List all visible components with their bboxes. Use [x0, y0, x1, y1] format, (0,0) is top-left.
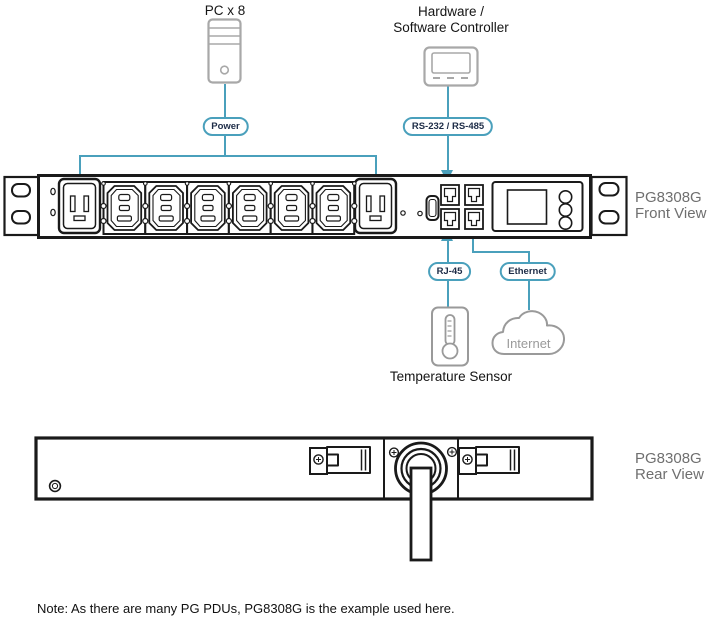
- outlet-c19-icon: [353, 177, 398, 235]
- outlet-c13-icon: [144, 181, 188, 235]
- screw-icon: [388, 447, 400, 458]
- serial-tag: RS-232 / RS-485: [402, 117, 494, 136]
- power-branch-line: [78, 154, 377, 157]
- outlet-c13-icon: [269, 181, 314, 235]
- power-cord: [409, 466, 433, 562]
- controller-label-line1: Hardware /: [417, 4, 485, 19]
- power-branch-left-drop: [78, 154, 81, 175]
- front-view-label: PG8308G Front View: [635, 189, 707, 222]
- screw-icon: [50, 208, 56, 217]
- front-left-mounting-ear: [3, 175, 40, 237]
- controller-label-line2: Software Controller: [393, 20, 509, 35]
- controller-icon: [423, 46, 479, 87]
- rj45-port-serial: [440, 184, 460, 206]
- reset-hole-icon: [400, 210, 406, 216]
- pdu-rear-view: [34, 436, 594, 562]
- controller-label: Hardware / Software Controller: [393, 4, 509, 36]
- internet-cloud-icon: Internet: [491, 310, 565, 355]
- front-right-mounting-ear: [590, 175, 628, 237]
- outlet-c13-icon: [311, 181, 356, 235]
- controller-screen: [431, 52, 471, 74]
- pc-tower-icon: [207, 18, 242, 84]
- outlet-c13-icon: [186, 181, 230, 235]
- screw-icon: [48, 479, 62, 493]
- note-text: Note: As there are many PG PDUs, PG8308G…: [37, 601, 455, 616]
- pdu-front-view: [3, 174, 628, 239]
- power-tag: Power: [202, 117, 249, 136]
- cable-clamp-icon: [458, 446, 520, 475]
- outlet-c13-icon: [227, 181, 272, 235]
- rj45-tag: RJ-45: [427, 262, 472, 281]
- internet-label: Internet: [506, 336, 550, 351]
- outlet-c13-icon: [102, 181, 147, 235]
- pc-power-button-icon: [219, 65, 230, 75]
- ethernet-cable-line-h: [471, 251, 530, 253]
- screw-icon: [446, 446, 458, 458]
- rj45-port-sensor: [440, 208, 460, 230]
- rj45-port-ethernet: [464, 208, 484, 230]
- pc-label: PC x 8: [204, 3, 246, 18]
- rear-view-label: PG8308G Rear View: [635, 450, 704, 483]
- usb-port-icon: [425, 195, 440, 221]
- front-panel-buttons: [558, 189, 573, 230]
- rj45-port-top-right: [464, 184, 484, 206]
- ethernet-cable-line-v1: [471, 238, 474, 253]
- power-branch-right-drop: [374, 154, 377, 175]
- outlet-c19-icon: [57, 177, 102, 235]
- temperature-sensor-label: Temperature Sensor: [389, 369, 513, 384]
- reset-hole-icon: [417, 210, 423, 217]
- screw-icon: [50, 187, 56, 196]
- thermometer-icon: [431, 306, 469, 367]
- cable-clamp-icon: [309, 446, 371, 475]
- ethernet-tag: Ethernet: [499, 262, 556, 281]
